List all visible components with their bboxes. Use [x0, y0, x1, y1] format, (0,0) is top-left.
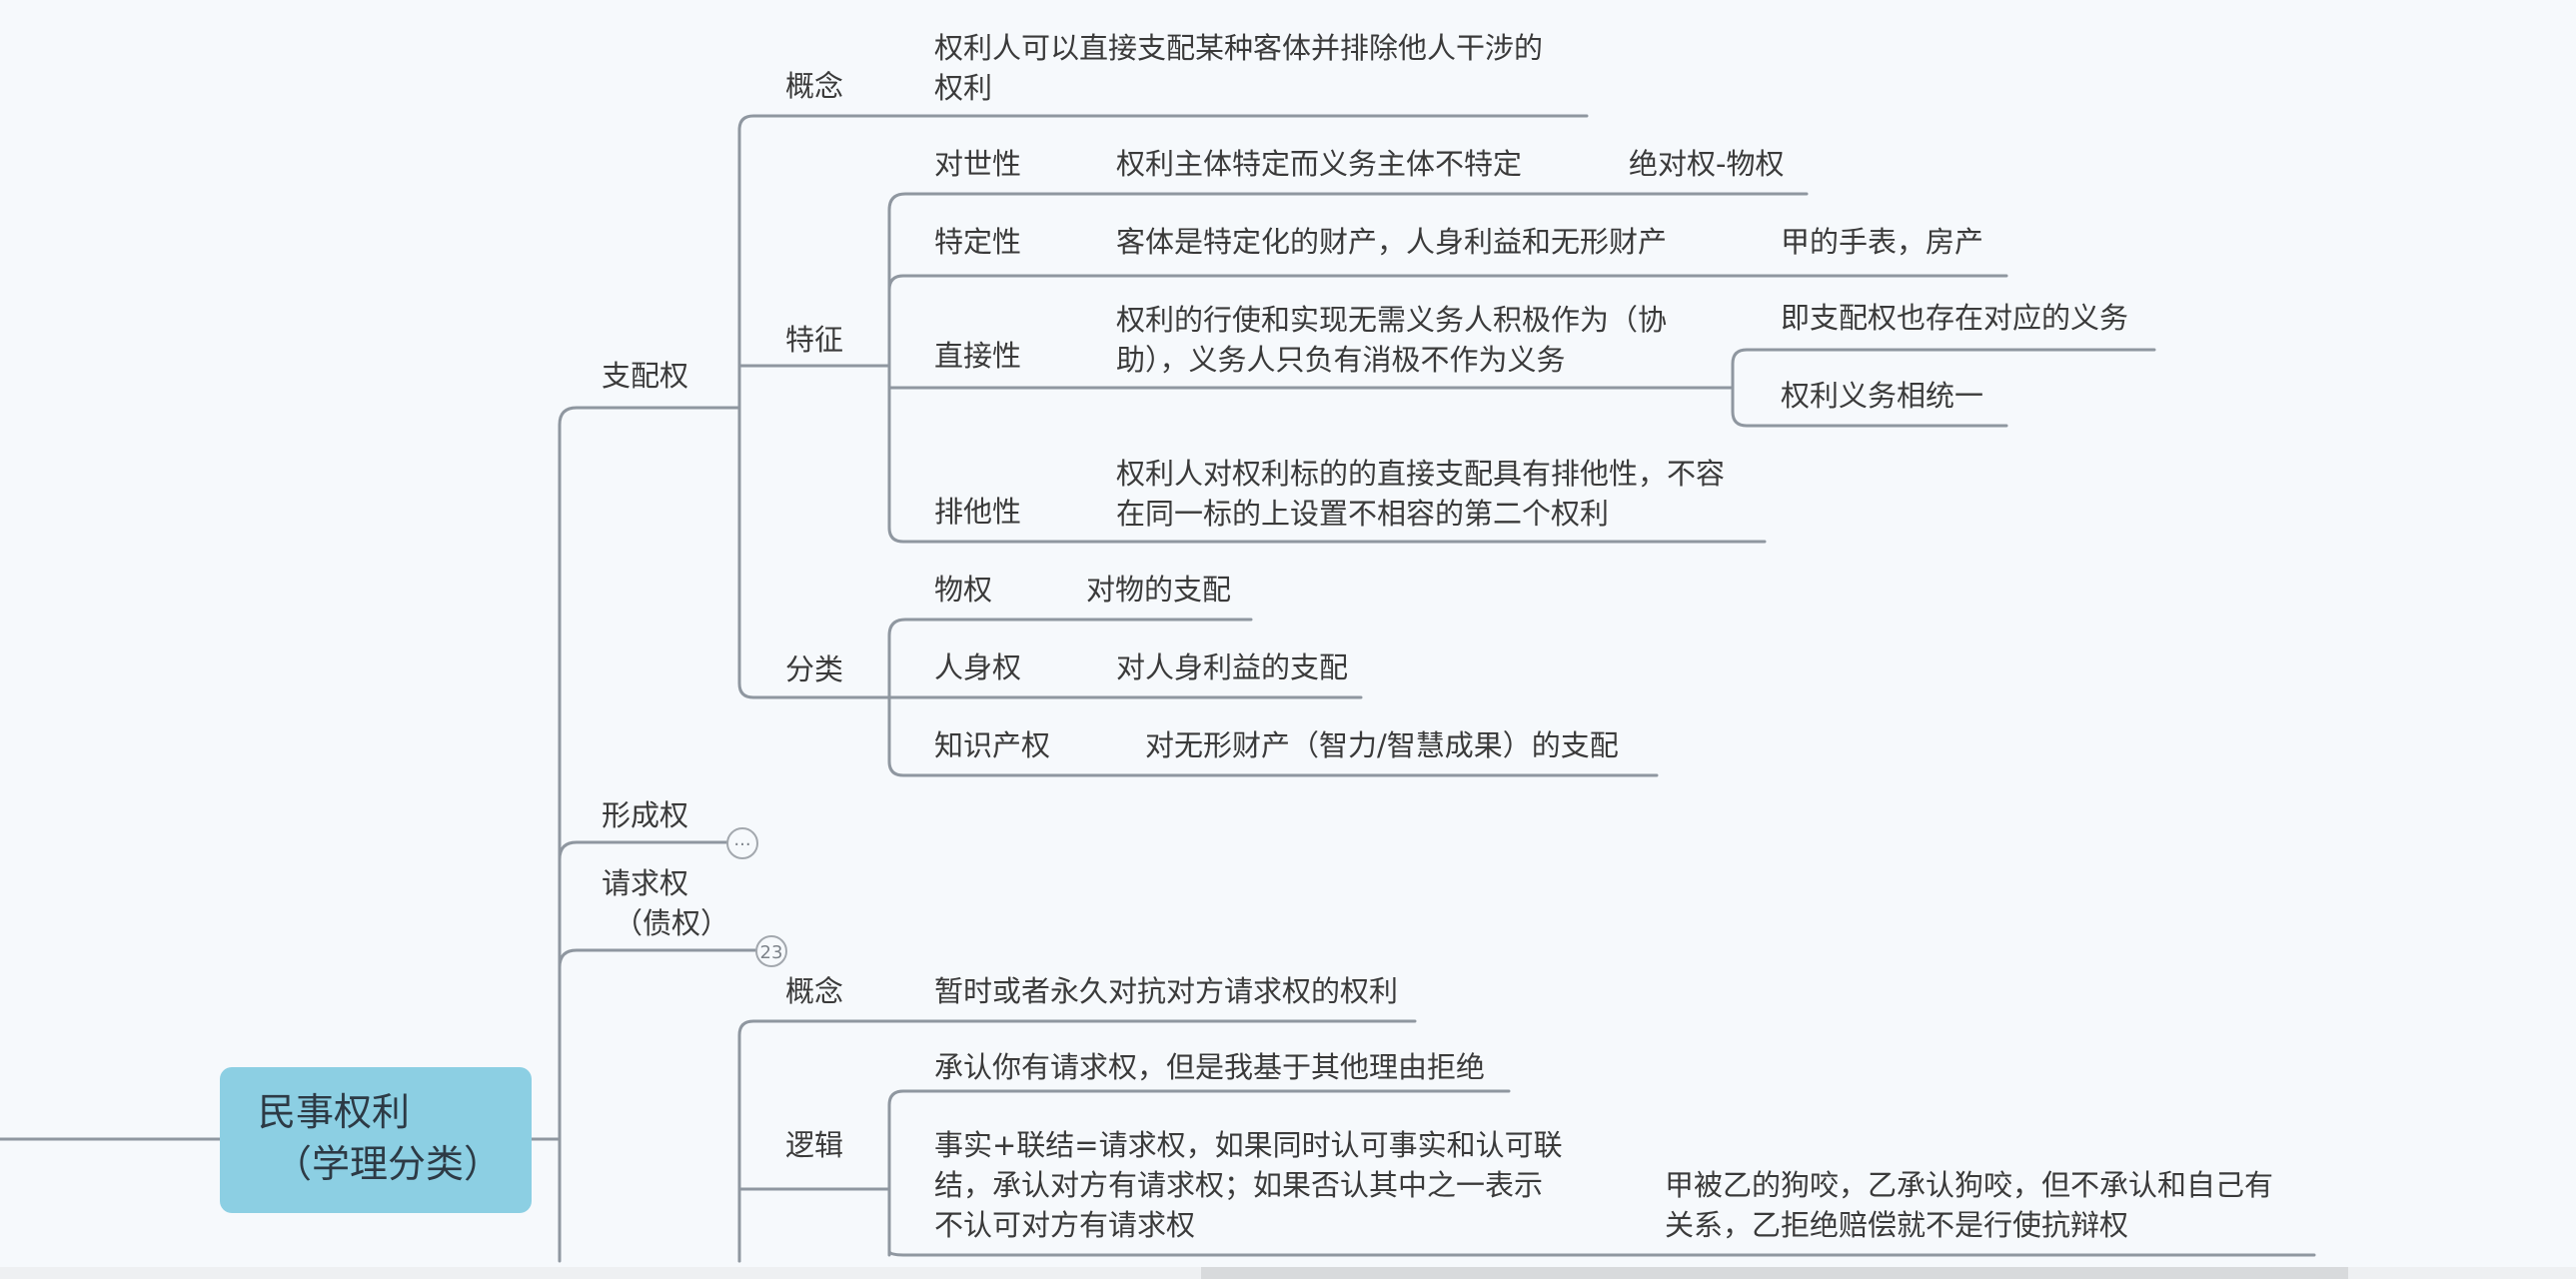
- node-xingchengquan[interactable]: 形成权: [602, 798, 689, 832]
- connector-trunk-vertical: [558, 406, 741, 1263]
- luoji-example-line2: 关系，乙拒绝赔偿就不是行使抗辩权: [1665, 1208, 2129, 1242]
- node-tedingxing[interactable]: 特定性: [934, 225, 1022, 259]
- node-duishixing[interactable]: 对世性: [934, 147, 1022, 181]
- paitaxing-desc-line2: 在同一标的上设置不相容的第二个权利: [1116, 497, 1610, 531]
- zhijiexing-sub1: 即支配权也存在对应的义务: [1781, 301, 2129, 335]
- connector-luoji-item2: [887, 1249, 2316, 1257]
- connector-zhipei-trunk: [737, 114, 1589, 410]
- renshenquan-desc: 对人身利益的支配: [1116, 650, 1349, 684]
- node-tezheng[interactable]: 特征: [785, 323, 844, 357]
- node-paitaxing[interactable]: 排他性: [934, 495, 1022, 529]
- node-zhijiexing[interactable]: 直接性: [934, 339, 1022, 373]
- gainian-desc-line1: 权利人可以直接支配某种客体并排除他人干涉的: [934, 31, 1544, 65]
- zhijiexing-sub2: 权利义务相统一: [1781, 379, 1984, 413]
- connector-kangbian-trunk: [737, 1019, 1417, 1263]
- node-fenlei[interactable]: 分类: [785, 652, 844, 686]
- connector-paitaxing: [887, 386, 1767, 544]
- horizontal-scrollbar-thumb[interactable]: [1201, 1267, 2348, 1279]
- kangbian-gainian-desc: 暂时或者永久对抗对方请求权的权利: [934, 974, 1399, 1008]
- tedingxing-desc: 客体是特定化的财产，人身利益和无形财产: [1116, 225, 1668, 259]
- node-luoji[interactable]: 逻辑: [785, 1128, 844, 1162]
- luoji-item2-line2: 结，承认对方有请求权；如果否认其中之一表示: [934, 1168, 1544, 1202]
- root-title: 民事权利: [258, 1090, 411, 1134]
- wuquan-desc: 对物的支配: [1086, 573, 1232, 607]
- connector-qingqiu: [558, 948, 757, 969]
- root-subtitle: （学理分类）: [274, 1142, 503, 1186]
- connector-xingcheng: [558, 840, 729, 861]
- connector-tezheng-trunk: [887, 192, 1809, 368]
- connector-zhijie-sub2: [1731, 386, 2008, 428]
- connector-luoji: [887, 1089, 1511, 1256]
- node-zhipeiquan[interactable]: 支配权: [602, 359, 689, 393]
- zhishichanquan-desc: 对无形财产（智力/智慧成果）的支配: [1145, 728, 1619, 762]
- collapsed-branch-badge[interactable]: ···: [726, 827, 758, 859]
- node-zhishichanquan[interactable]: 知识产权: [934, 728, 1051, 762]
- node-qingqiuquan-line2: （债权）: [614, 906, 730, 940]
- tedingxing-example: 甲的手表，房产: [1781, 225, 1984, 259]
- connector-zhishi: [887, 695, 1659, 777]
- connector-fenlei: [737, 406, 891, 699]
- connector-tedingxing: [887, 274, 2008, 292]
- connector-fenlei-trunk: [887, 618, 1253, 699]
- luoji-item1: 承认你有请求权，但是我基于其他理由拒绝: [934, 1050, 1486, 1084]
- luoji-item2-line3: 不认可对方有请求权: [934, 1208, 1196, 1242]
- collapsed-count-badge[interactable]: 23: [755, 935, 787, 967]
- gainian-desc-line2: 权利: [934, 71, 993, 105]
- paitaxing-desc-line1: 权利人对权利标的的直接支配具有排他性，不容: [1116, 457, 1726, 491]
- duishixing-desc: 权利主体特定而义务主体不特定: [1116, 147, 1523, 181]
- node-kangbian-gainian[interactable]: 概念: [785, 974, 844, 1008]
- root-node[interactable]: [220, 1067, 532, 1213]
- luoji-item2-line1: 事实+联结=请求权，如果同时认可事实和认可联: [934, 1128, 1563, 1162]
- zhijiexing-desc-line1: 权利的行使和实现无需义务人积极作为（协: [1116, 303, 1668, 337]
- node-wuquan[interactable]: 物权: [934, 573, 993, 607]
- node-renshenquan[interactable]: 人身权: [934, 650, 1022, 684]
- connector-zhijie-split: [1731, 348, 2156, 390]
- zhijiexing-desc-line2: 助），义务人只负有消极不作为义务: [1116, 343, 1566, 377]
- node-qingqiuquan-line1[interactable]: 请求权: [602, 866, 689, 900]
- duishixing-example: 绝对权-物权: [1629, 147, 1785, 181]
- luoji-example-line1: 甲被乙的狗咬，乙承认狗咬，但不承认和自己有: [1665, 1168, 2274, 1202]
- node-gainian[interactable]: 概念: [785, 69, 844, 103]
